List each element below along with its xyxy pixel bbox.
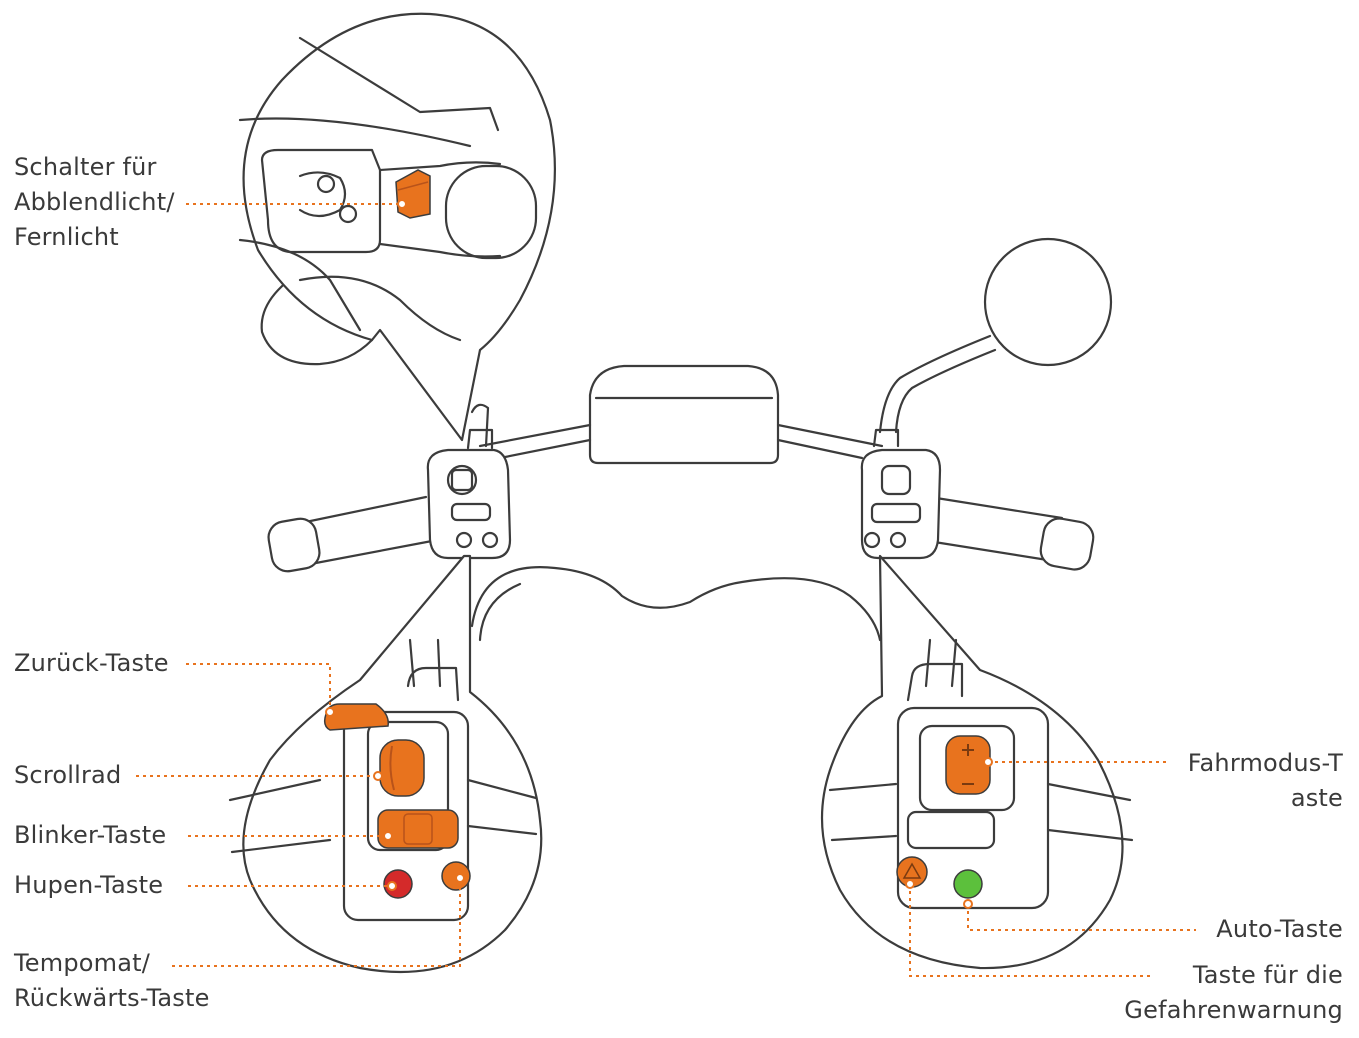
label-gefahrenwarnung-line-1: Taste für die bbox=[1192, 961, 1343, 989]
drive-mode-button-icon bbox=[945, 735, 991, 795]
label-abblendlicht-line-3: Fernlicht bbox=[14, 223, 119, 251]
label-fahrmodus-line-2: aste bbox=[1290, 784, 1343, 812]
top-zoom-detail bbox=[238, 12, 556, 442]
label-auto-taste: Auto-Taste bbox=[1216, 915, 1343, 943]
leader-lines bbox=[136, 203, 1196, 977]
label-tempomat-line-2: Rückwärts-Taste bbox=[14, 984, 210, 1012]
horn-button-icon bbox=[383, 869, 413, 899]
label-tempomat-line-1: Tempomat/ bbox=[14, 949, 151, 977]
label-tempomat: Tempomat/ Rückwärts-Taste bbox=[14, 946, 210, 1016]
turn-signal-button-icon bbox=[377, 809, 459, 849]
leader-endpoints bbox=[325, 199, 993, 909]
label-fahrmodus-taste: Fahrmodus-T aste bbox=[1188, 746, 1343, 816]
scroll-wheel-icon bbox=[379, 739, 425, 797]
label-abblendlicht: Schalter für Abblendlicht/ Fernlicht bbox=[14, 150, 175, 255]
handlebar-illustration bbox=[260, 237, 1113, 642]
label-blinker-taste: Blinker-Taste bbox=[14, 821, 167, 849]
auto-button-icon bbox=[953, 869, 983, 899]
label-abblendlicht-line-2: Abblendlicht/ bbox=[14, 188, 175, 216]
label-gefahrenwarnung: Taste für die Gefahrenwarnung bbox=[1124, 958, 1343, 1028]
label-hupen-taste: Hupen-Taste bbox=[14, 871, 164, 899]
label-zurueck-taste: Zurück-Taste bbox=[14, 649, 169, 677]
label-scrollrad: Scrollrad bbox=[14, 761, 122, 789]
label-gefahrenwarnung-line-2: Gefahrenwarnung bbox=[1124, 996, 1343, 1024]
back-button-icon bbox=[323, 703, 389, 731]
label-abblendlicht-line-1: Schalter für bbox=[14, 153, 157, 181]
label-fahrmodus-line-1: Fahrmodus-T bbox=[1187, 749, 1343, 777]
